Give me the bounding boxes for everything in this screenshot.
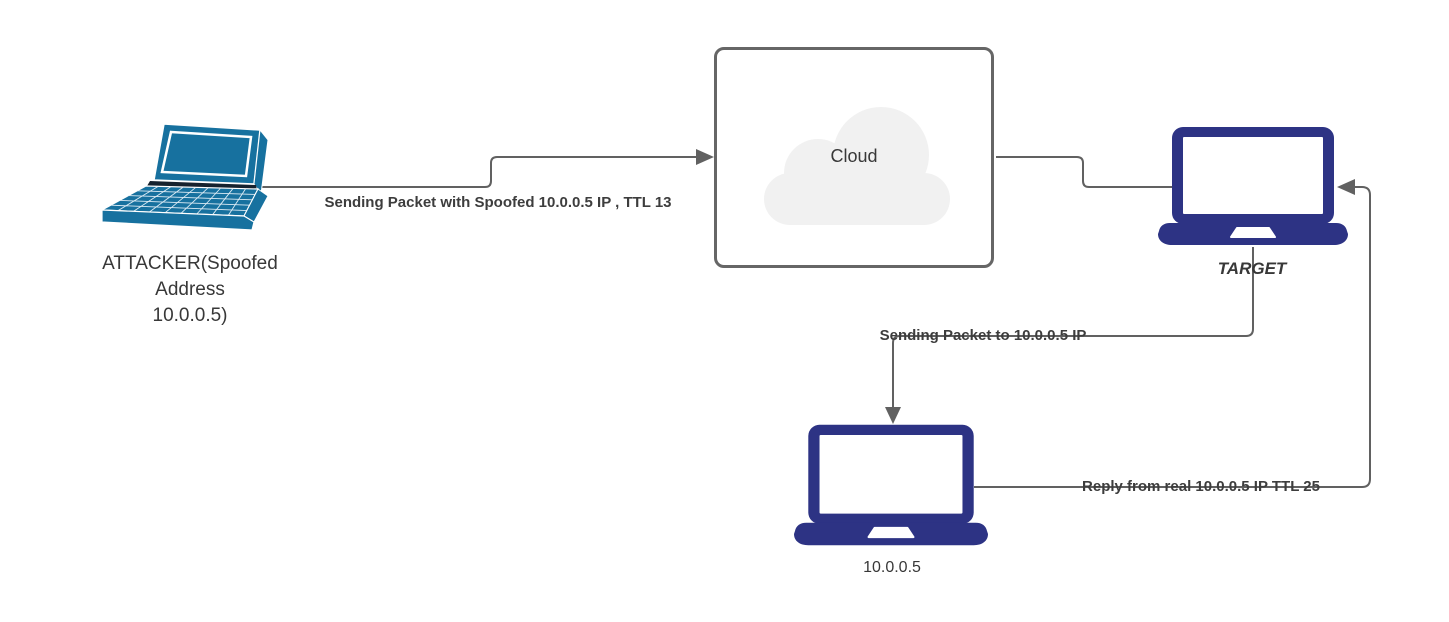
edge-attacker-to-cloud <box>262 156 697 188</box>
real-host-laptop-icon <box>794 424 988 546</box>
edge-label-spoofed-packet: Sending Packet with Spoofed 10.0.0.5 IP … <box>324 194 672 211</box>
edge-label-reply: Reply from real 10.0.0.5 IP TTL 25 <box>1082 478 1320 495</box>
attacker-label-line2: Address <box>155 279 225 300</box>
cloud-node: Cloud <box>714 47 994 268</box>
arrowhead-into-real-host-icon <box>885 407 901 424</box>
arrowhead-into-target-icon <box>1337 179 1355 195</box>
attacker-label-line3: 10.0.0.5) <box>152 305 228 326</box>
attacker-label: ATTACKER(Spoofed Address 10.0.0.5) <box>65 251 315 329</box>
target-laptop-icon <box>1158 127 1348 245</box>
cloud-label: Cloud <box>830 146 878 166</box>
arrowhead-into-cloud-icon <box>696 149 714 165</box>
attacker-laptop-icon <box>100 123 269 231</box>
edge-real-host-to-target <box>974 186 1371 488</box>
edge-label-sending-packet: Sending Packet to 10.0.0.5 IP <box>879 327 1087 344</box>
edge-target-to-real-host <box>892 247 1254 408</box>
cloud-icon <box>764 107 950 225</box>
real-host-screen <box>819 434 963 514</box>
target-screen <box>1183 137 1323 214</box>
edge-cloud-to-target <box>996 156 1176 188</box>
target-label: TARGET <box>1217 259 1287 278</box>
attacker-label-line1: ATTACKER(Spoofed <box>102 253 278 274</box>
real-host-label: 10.0.0.5 <box>863 559 921 576</box>
